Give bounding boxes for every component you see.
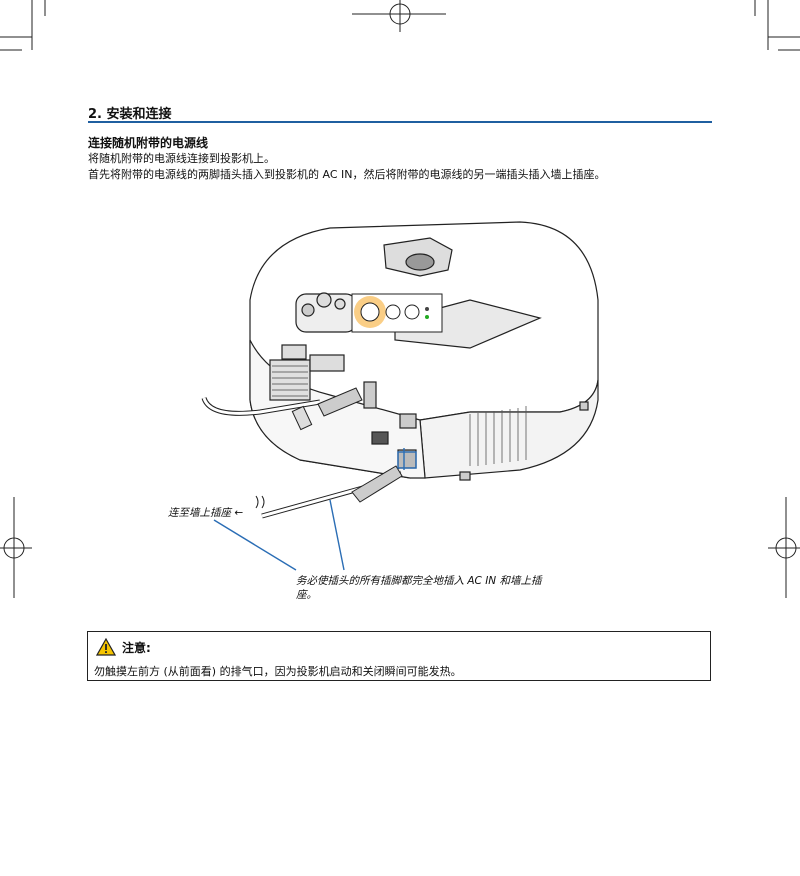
plug-insertion-note: 务必使插头的所有插脚都完全地插入 AC IN 和墙上插座。 [296,575,542,601]
section-divider [88,121,712,123]
subsection-heading: 连接随机附带的电源线 [88,136,209,150]
caution-text: 勿触摸左前方 (从前面看) 的排气口，因为投影机启动和关闭瞬间可能发热。 [94,665,462,678]
section-title: 2. 安装和连接 [88,107,172,122]
caution-title: 注意: [122,640,151,655]
wall-outlet-label: 连至墙上插座 ← [168,507,244,519]
caution-header: 注意: [96,638,151,656]
warning-triangle-icon [96,638,116,656]
caution-box: 注意: 勿触摸左前方 (从前面看) 的排气口，因为投影机启动和关闭瞬间可能发热。 [87,631,711,681]
paragraph-2: 首先将附带的电源线的两脚插头插入到投影机的 AC IN，然后将附带的电源线的另一… [88,168,606,181]
paragraph-1: 将随机附带的电源线连接到投影机上。 [88,152,275,165]
